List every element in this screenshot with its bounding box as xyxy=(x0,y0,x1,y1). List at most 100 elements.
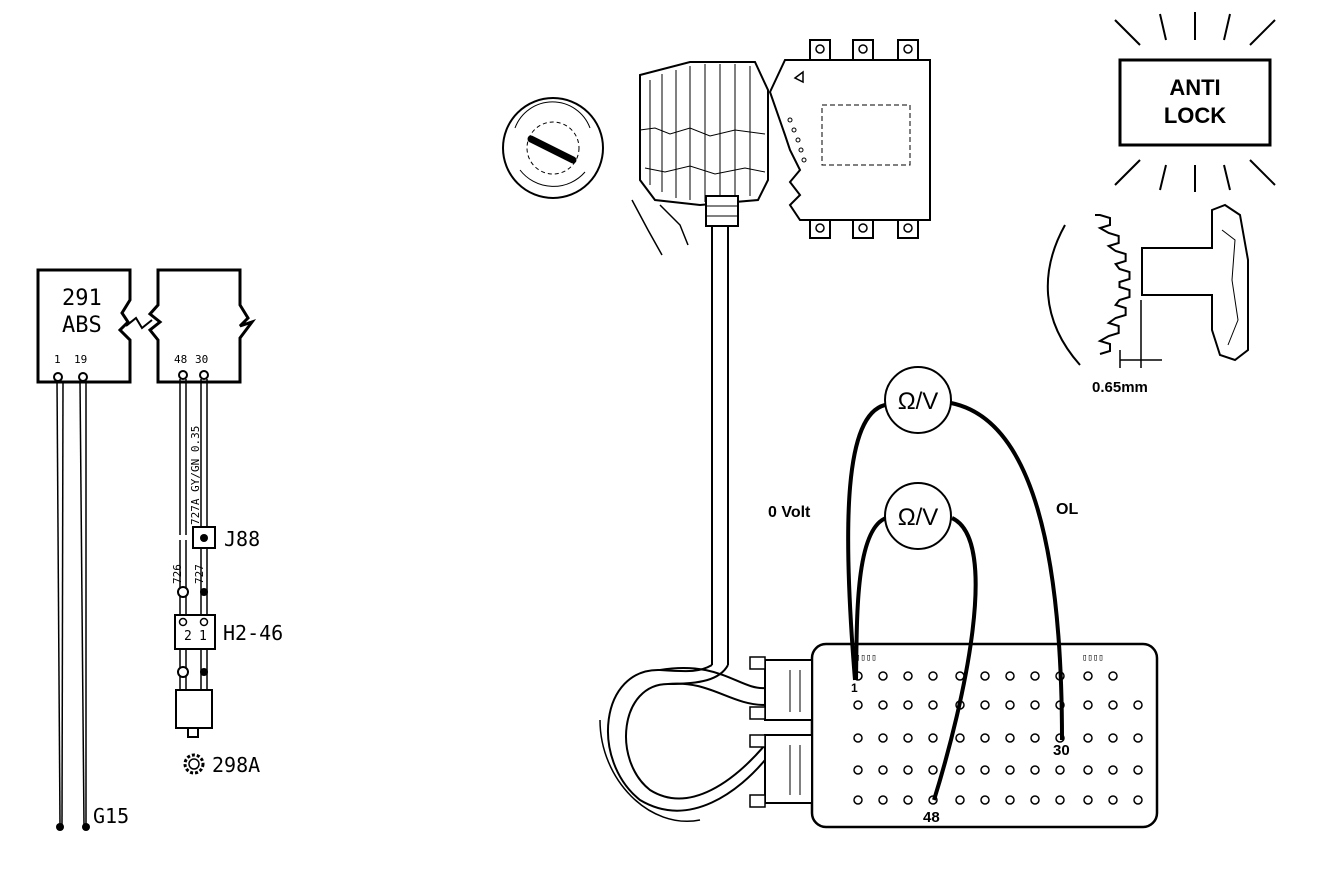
wire-label-727: 727 xyxy=(193,564,206,584)
ground-label-g15: G15 xyxy=(93,804,129,828)
ohm-volt-meter-2: Ω/V xyxy=(884,482,952,550)
socket-hole xyxy=(1108,733,1118,743)
reading-ol: OL xyxy=(1056,501,1078,518)
socket-hole xyxy=(853,795,863,805)
socket-hole xyxy=(1005,795,1015,805)
socket-hole xyxy=(1083,671,1093,681)
socket-hole xyxy=(955,765,965,775)
module-b-pin-30-label: 30 xyxy=(195,353,208,366)
socket-hole xyxy=(878,795,888,805)
module-b: 48 30 xyxy=(147,268,257,384)
socket-hole xyxy=(1083,765,1093,775)
socket-hole xyxy=(1005,765,1015,775)
connector-h2-46-label: H2-46 xyxy=(223,621,283,645)
socket-hole xyxy=(980,671,990,681)
socket-hole xyxy=(853,765,863,775)
socket-hole xyxy=(955,671,965,681)
harness-connector-plug xyxy=(631,61,769,256)
svg-text:▯▯▯▯: ▯▯▯▯ xyxy=(855,653,877,663)
wires-726-727 xyxy=(177,540,208,615)
socket-hole xyxy=(878,765,888,775)
wires-to-sensor xyxy=(177,649,208,690)
h2-46-pin-2-label: 2 xyxy=(184,629,192,644)
connector-h2-46: 2 1 xyxy=(174,614,216,650)
socket-hole xyxy=(1005,671,1015,681)
socket-hole xyxy=(1005,733,1015,743)
pin-1-label: 1 xyxy=(851,681,858,695)
socket-hole xyxy=(903,795,913,805)
gap-dimension-label: 0.65mm xyxy=(1092,379,1148,396)
socket-hole xyxy=(928,671,938,681)
socket-hole xyxy=(853,733,863,743)
breakout-socket-grid xyxy=(853,671,1143,805)
abs-module-name: ABS xyxy=(62,313,102,338)
socket-hole xyxy=(1030,700,1040,710)
break-symbol xyxy=(125,316,153,330)
svg-text:▯▯▯▯: ▯▯▯▯ xyxy=(1082,653,1104,663)
socket-hole xyxy=(903,733,913,743)
socket-hole xyxy=(1133,765,1143,775)
ohm-volt-meter-1: Ω/V xyxy=(884,366,952,434)
abs-module-number: 291 xyxy=(62,286,102,311)
ignition-off-icon xyxy=(502,97,604,199)
socket-hole xyxy=(878,671,888,681)
socket-hole xyxy=(1055,765,1065,775)
socket-hole xyxy=(1055,795,1065,805)
socket-hole xyxy=(928,733,938,743)
socket-hole xyxy=(1108,700,1118,710)
socket-hole xyxy=(1030,765,1040,775)
abs-pin-19-label: 19 xyxy=(74,353,87,366)
socket-hole xyxy=(1133,700,1143,710)
sensor-298a xyxy=(175,689,213,775)
test-cable xyxy=(599,226,766,822)
sensor-298a-label: 298A xyxy=(212,753,260,777)
socket-hole xyxy=(1005,700,1015,710)
socket-hole xyxy=(1108,671,1118,681)
warning-lamp-line-1: ANTI xyxy=(1169,75,1220,100)
socket-hole xyxy=(1030,671,1040,681)
pin-48-label: 48 xyxy=(923,809,940,826)
meter-2-symbol: Ω/V xyxy=(898,504,939,531)
wire-727a xyxy=(179,379,208,535)
wire-label-726: 726 xyxy=(171,564,184,584)
socket-hole xyxy=(878,700,888,710)
socket-hole xyxy=(853,700,863,710)
connector-j88-label: J88 xyxy=(224,527,260,551)
h2-46-pin-1-label: 1 xyxy=(199,629,207,644)
socket-hole xyxy=(903,671,913,681)
abs-module-291: 291 ABS 1 19 xyxy=(36,268,132,384)
module-b-pin-48-label: 48 xyxy=(174,353,187,366)
meter-1-symbol: Ω/V xyxy=(898,388,939,415)
socket-hole xyxy=(928,700,938,710)
socket-hole xyxy=(955,795,965,805)
socket-hole xyxy=(1133,733,1143,743)
connector-j88 xyxy=(192,526,216,549)
reading-0-volt: 0 Volt xyxy=(768,504,811,521)
socket-hole xyxy=(1083,795,1093,805)
sensor-gap-detail xyxy=(1046,203,1249,368)
warning-lamp-line-2: LOCK xyxy=(1164,103,1226,128)
socket-hole xyxy=(980,733,990,743)
socket-hole xyxy=(1083,733,1093,743)
socket-hole xyxy=(1108,765,1118,775)
meter-leads xyxy=(846,401,1064,801)
abs-ground-wires xyxy=(56,380,90,831)
abs-control-unit xyxy=(768,39,931,239)
socket-hole xyxy=(1083,700,1093,710)
socket-hole xyxy=(928,765,938,775)
socket-hole xyxy=(1108,795,1118,805)
abs-pin-1-label: 1 xyxy=(54,353,61,366)
socket-hole xyxy=(1030,795,1040,805)
socket-hole xyxy=(980,700,990,710)
socket-hole xyxy=(980,795,990,805)
socket-hole xyxy=(1030,733,1040,743)
socket-hole xyxy=(980,765,990,775)
socket-hole xyxy=(903,765,913,775)
socket-hole xyxy=(955,733,965,743)
socket-hole xyxy=(1133,795,1143,805)
anti-lock-warning-lamp: ANTI LOCK xyxy=(1114,12,1276,192)
pin-30-label: 30 xyxy=(1053,742,1070,759)
socket-hole xyxy=(903,700,913,710)
socket-hole xyxy=(878,733,888,743)
